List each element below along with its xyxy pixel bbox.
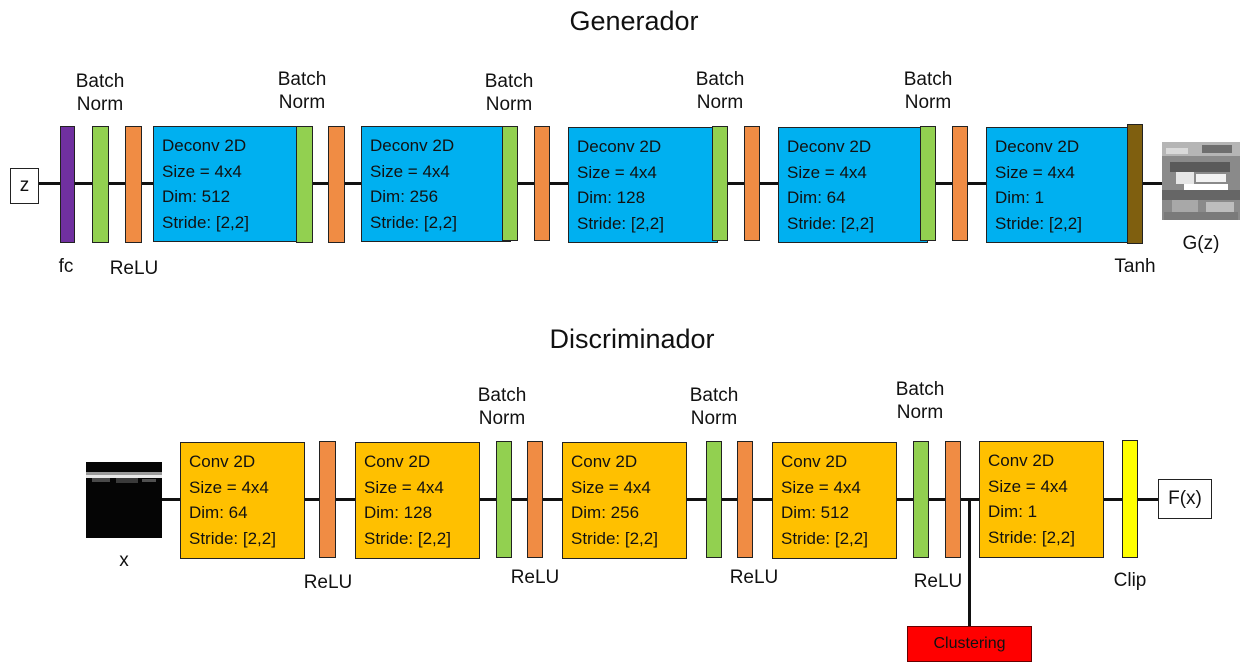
discriminator-batchnorm-bar [706, 441, 722, 558]
layer-type: Deconv 2D [162, 136, 247, 155]
layer-stride: Stride: [2,2] [995, 213, 1082, 233]
layer-size: Size = 4x4 [577, 162, 657, 182]
discriminator-batchnorm-label: Batch Norm [689, 385, 739, 429]
layer-stride: Stride: [2,2] [162, 212, 249, 232]
generator-deconv-layer: Deconv 2D Size = 4x4 Dim: 256 Stride: [2… [361, 126, 511, 242]
generator-deconv-layer: Deconv 2D Size = 4x4 Dim: 1 Stride: [2,2… [986, 127, 1136, 243]
discriminator-relu-bar [945, 441, 961, 558]
generator-relu-bar [744, 126, 760, 241]
layer-stride: Stride: [2,2] [988, 527, 1075, 547]
layer-type: Deconv 2D [995, 137, 1080, 156]
generator-deconv-layer: Deconv 2D Size = 4x4 Dim: 64 Stride: [2,… [778, 127, 928, 243]
layer-dim: Dim: 64 [787, 188, 846, 207]
generator-relu-bar [534, 126, 550, 241]
layer-stride: Stride: [2,2] [571, 528, 658, 548]
layer-stride: Stride: [2,2] [370, 212, 457, 232]
generator-tanh-bar [1127, 124, 1143, 244]
layer-size: Size = 4x4 [988, 476, 1068, 496]
layer-type: Conv 2D [364, 452, 431, 471]
discriminator-batchnorm-bar [496, 441, 512, 558]
discriminator-conv-layer: Conv 2D Size = 4x4 Dim: 512 Stride: [2,2… [772, 442, 897, 559]
layer-dim: Dim: 256 [370, 187, 439, 206]
layer-size: Size = 4x4 [787, 162, 867, 182]
layer-size: Size = 4x4 [781, 477, 861, 497]
discriminator-relu-label: ReLU [303, 572, 353, 593]
discriminator-conv-layer: Conv 2D Size = 4x4 Dim: 128 Stride: [2,2… [355, 442, 480, 559]
generator-batchnorm-bar [502, 126, 518, 241]
generator-relu-bar [328, 126, 345, 243]
generator-deconv-layer: Deconv 2D Size = 4x4 Dim: 512 Stride: [2… [153, 126, 303, 242]
discriminator-batchnorm-label: Batch Norm [895, 379, 945, 423]
discriminator-relu-label: ReLU [913, 571, 963, 592]
input-image [86, 462, 162, 538]
layer-dim: Dim: 256 [571, 503, 640, 522]
layer-type: Conv 2D [189, 452, 256, 471]
discriminator-relu-bar [319, 441, 336, 558]
generator-batchnorm-bar [296, 126, 313, 243]
generator-fc-layer [60, 126, 75, 243]
discriminator-relu-bar [527, 441, 543, 558]
layer-size: Size = 4x4 [571, 477, 651, 497]
discriminator-conv-layer: Conv 2D Size = 4x4 Dim: 1 Stride: [2,2] [979, 441, 1104, 558]
layer-size: Size = 4x4 [364, 477, 444, 497]
layer-dim: Dim: 512 [781, 503, 850, 522]
discriminator-title: Discriminador [549, 324, 715, 354]
discriminator-output-box: F(x) [1158, 479, 1212, 519]
generator-batchnorm-bar [712, 126, 728, 241]
discriminator-batchnorm-bar [913, 441, 929, 558]
layer-type: Deconv 2D [370, 136, 455, 155]
generator-batchnorm-bar [92, 126, 109, 243]
discriminator-relu-label: ReLU [510, 567, 560, 588]
generator-fc-label: fc [58, 256, 74, 277]
generator-batchnorm-label: Batch Norm [903, 69, 953, 113]
generator-batchnorm-label: Batch Norm [277, 69, 327, 113]
generator-batchnorm-label: Batch Norm [75, 71, 125, 115]
clustering-branch-line [968, 498, 971, 626]
layer-stride: Stride: [2,2] [781, 528, 868, 548]
layer-dim: Dim: 512 [162, 187, 231, 206]
generator-relu-bar [952, 126, 968, 241]
discriminator-relu-label: ReLU [729, 567, 779, 588]
discriminator-relu-bar [737, 441, 753, 558]
generator-batchnorm-bar [920, 126, 936, 241]
layer-stride: Stride: [2,2] [787, 213, 874, 233]
generated-image [1162, 142, 1240, 220]
generator-title: Generador [569, 6, 699, 36]
discriminator-clip-bar [1122, 440, 1138, 558]
layer-dim: Dim: 128 [364, 503, 433, 522]
discriminator-clip-label: Clip [1113, 570, 1147, 591]
layer-size: Size = 4x4 [189, 477, 269, 497]
layer-dim: Dim: 128 [577, 188, 646, 207]
clustering-block: Clustering [907, 626, 1032, 662]
layer-stride: Stride: [2,2] [189, 528, 276, 548]
layer-type: Deconv 2D [577, 137, 662, 156]
generator-deconv-layer: Deconv 2D Size = 4x4 Dim: 128 Stride: [2… [568, 127, 718, 243]
layer-stride: Stride: [2,2] [364, 528, 451, 548]
layer-dim: Dim: 1 [995, 188, 1045, 207]
layer-stride: Stride: [2,2] [577, 213, 664, 233]
generator-tanh-label: Tanh [1114, 256, 1156, 277]
layer-type: Deconv 2D [787, 137, 872, 156]
discriminator-conv-layer: Conv 2D Size = 4x4 Dim: 64 Stride: [2,2] [180, 442, 305, 559]
generator-input-z: z [10, 168, 39, 204]
layer-size: Size = 4x4 [162, 161, 242, 181]
layer-size: Size = 4x4 [370, 161, 450, 181]
discriminator-conv-layer: Conv 2D Size = 4x4 Dim: 256 Stride: [2,2… [562, 442, 687, 559]
layer-type: Conv 2D [781, 452, 848, 471]
generator-relu-label: ReLU [109, 258, 159, 279]
generator-batchnorm-label: Batch Norm [484, 71, 534, 115]
layer-type: Conv 2D [988, 451, 1055, 470]
layer-dim: Dim: 64 [189, 503, 248, 522]
generator-batchnorm-label: Batch Norm [695, 69, 745, 113]
generator-output-label: G(z) [1182, 233, 1220, 254]
layer-dim: Dim: 1 [988, 502, 1038, 521]
discriminator-input-label: x [119, 550, 129, 571]
discriminator-batchnorm-label: Batch Norm [477, 385, 527, 429]
layer-size: Size = 4x4 [995, 162, 1075, 182]
generator-relu-bar [125, 126, 142, 243]
layer-type: Conv 2D [571, 452, 638, 471]
